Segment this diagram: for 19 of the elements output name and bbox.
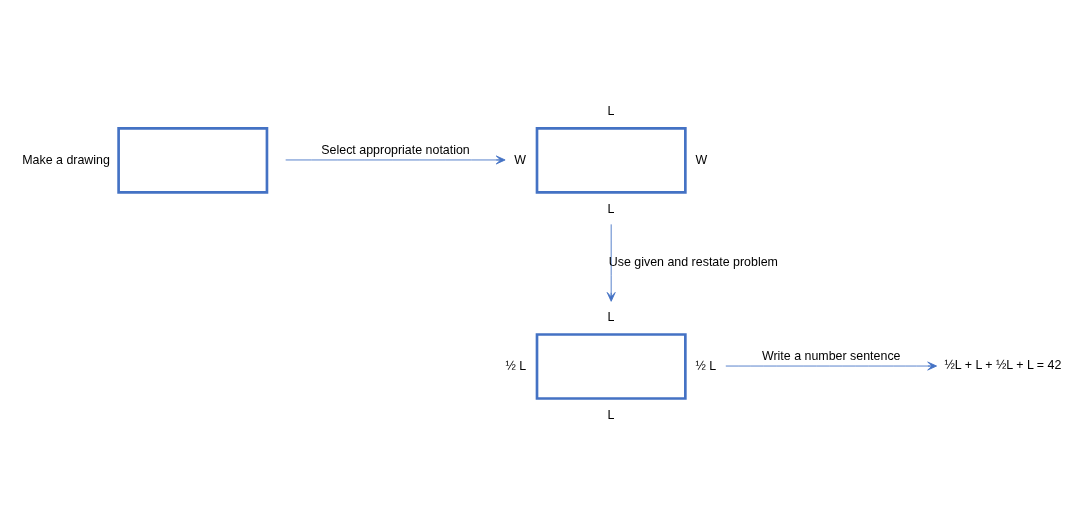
node-label: ½ L: [695, 358, 717, 373]
edge-label: Write a number sentence: [761, 349, 901, 363]
node-label: L: [607, 407, 615, 422]
node-box: [535, 127, 687, 194]
node-label: Make a drawing: [22, 152, 110, 167]
node-label: W: [514, 152, 527, 167]
node-label: L: [607, 201, 615, 216]
arrow: [725, 361, 937, 371]
node-label: W: [695, 152, 708, 167]
edge-label: Select appropriate notation: [321, 142, 470, 157]
node-label: L: [607, 309, 615, 324]
node-box: [535, 333, 687, 400]
arrow: [285, 155, 506, 165]
node-label: L: [607, 103, 615, 118]
arrow: [606, 223, 616, 302]
edge-label: Use given and restate problem: [608, 255, 778, 270]
node-label: ½ L: [505, 358, 527, 373]
node-text: ½L + L + ½L + L = 42: [944, 358, 1062, 373]
node-box: [117, 127, 269, 194]
